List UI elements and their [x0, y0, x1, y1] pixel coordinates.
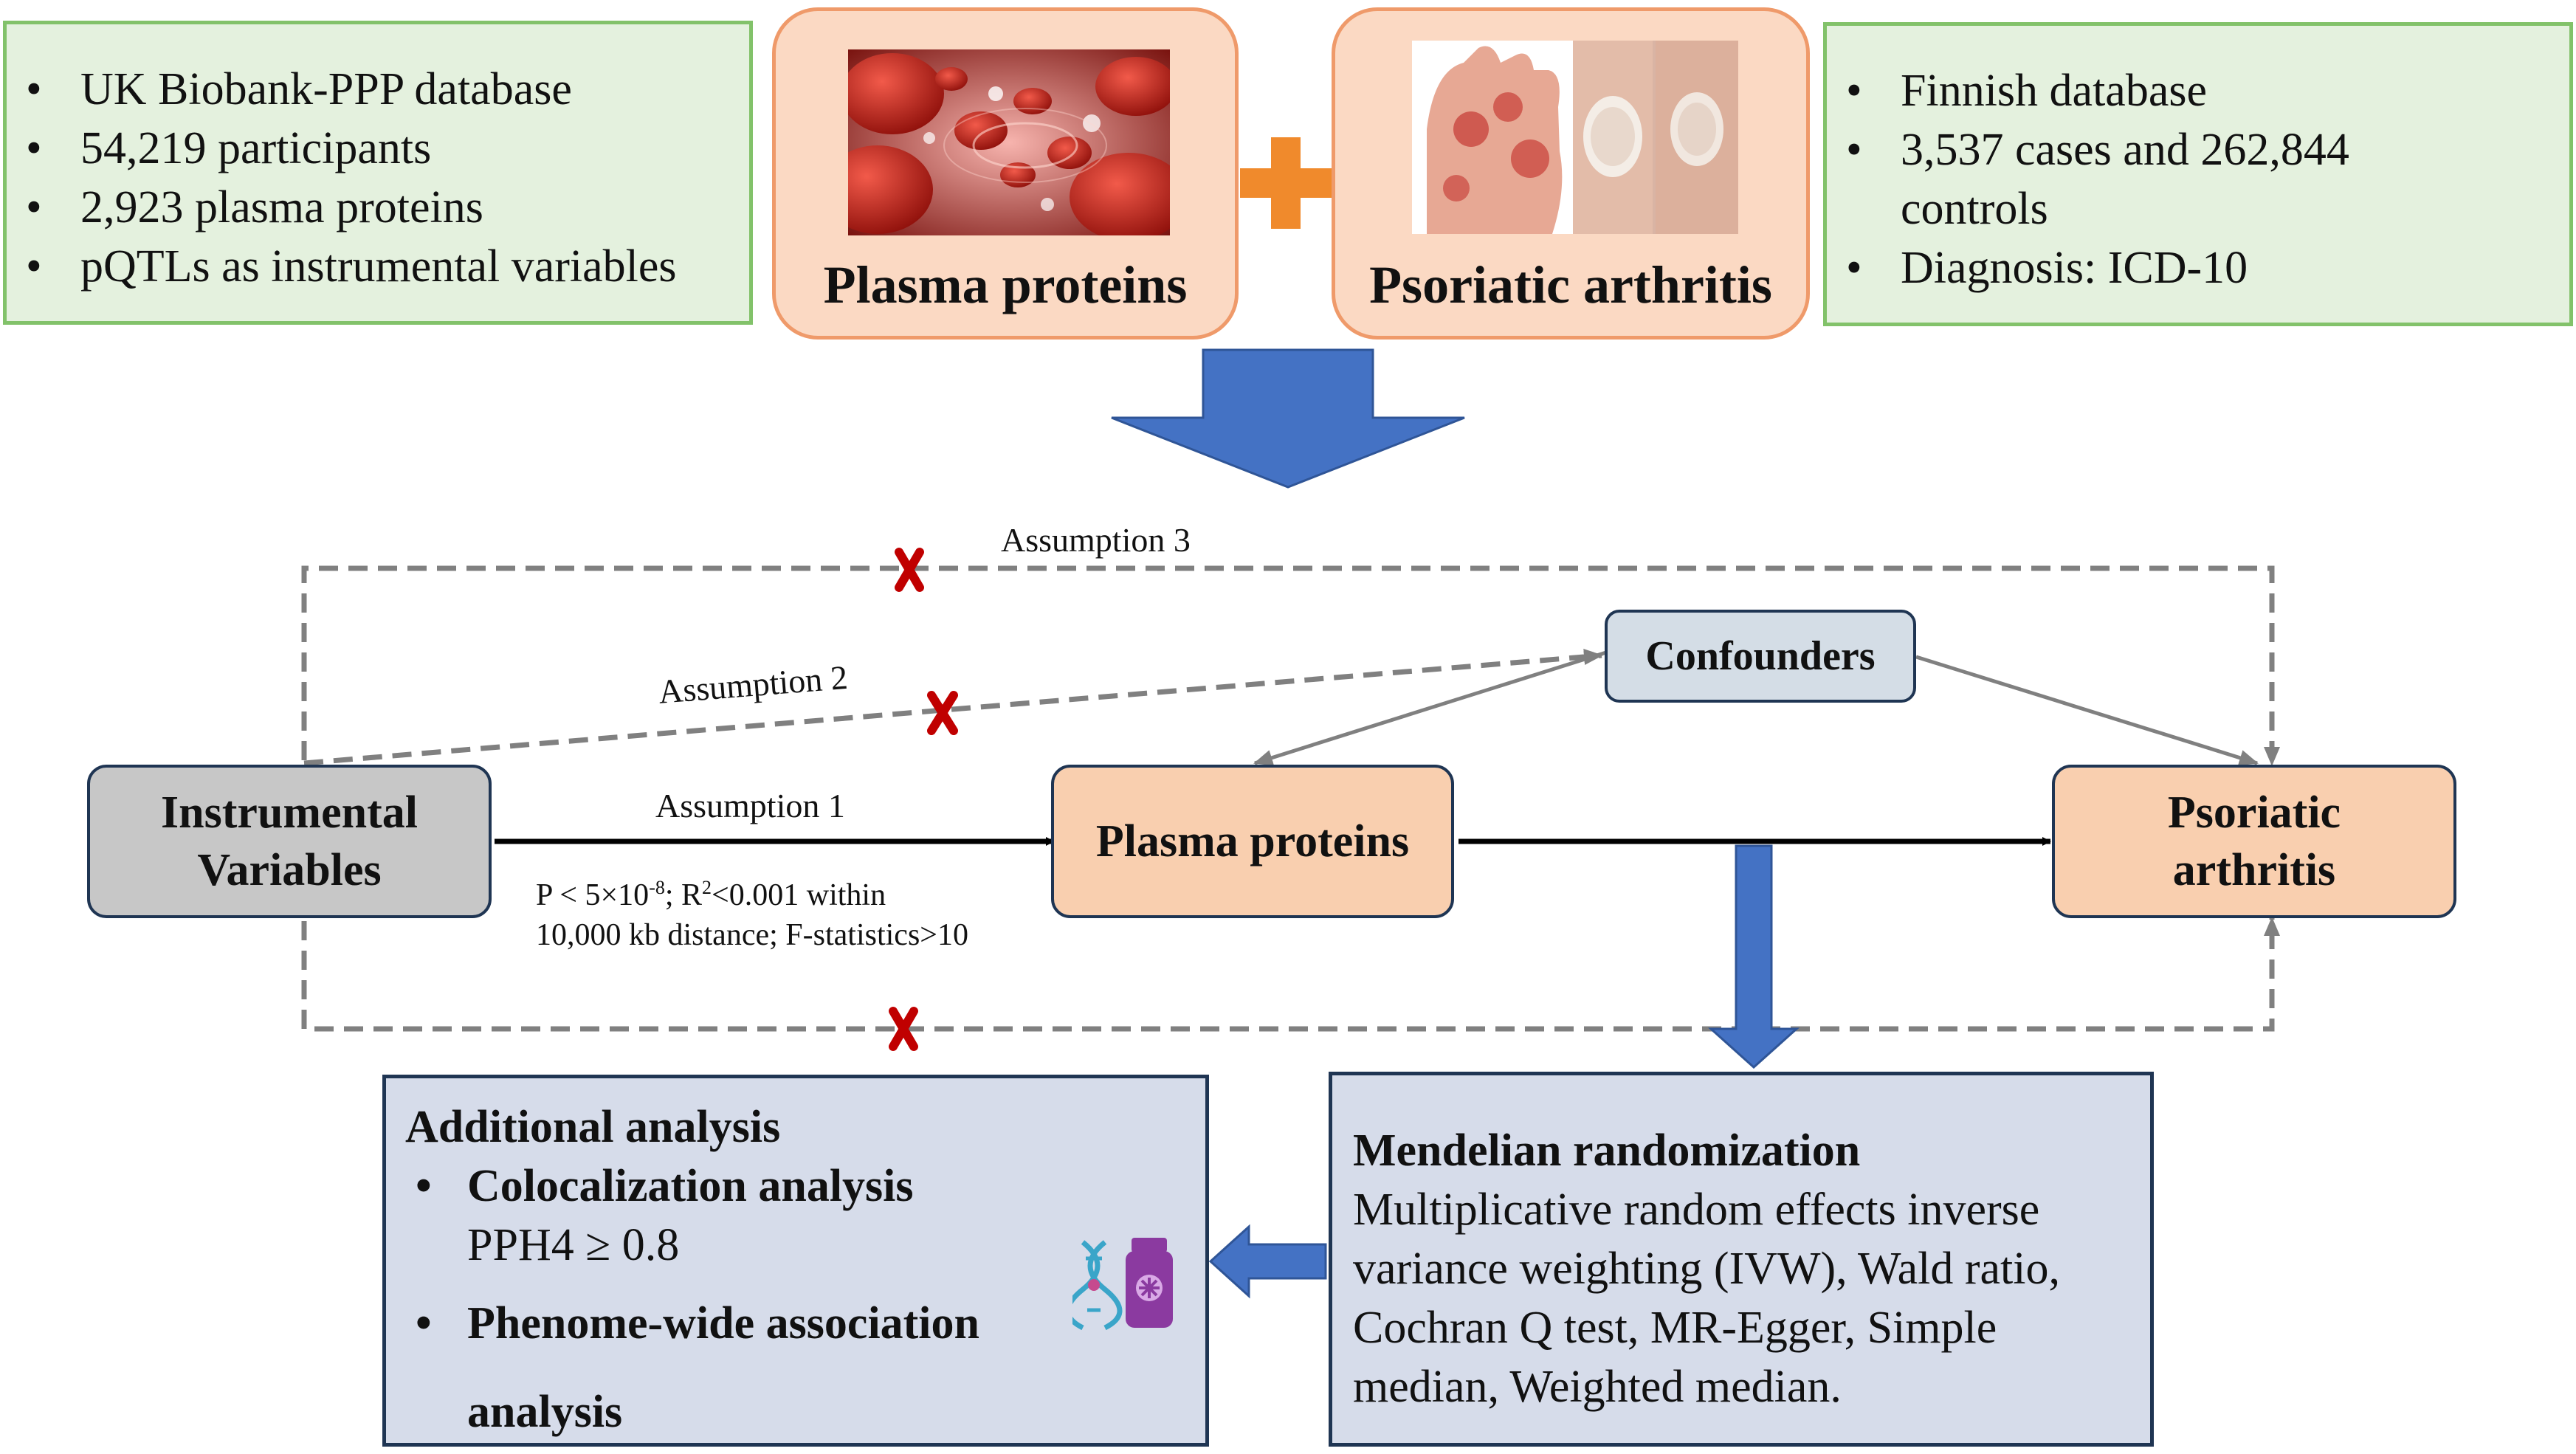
flow-down-arrow [1111, 348, 1465, 489]
list-item: Diagnosis: ICD-10 [1827, 238, 2569, 297]
mr-method-line: median, Weighted median. [1353, 1362, 1842, 1412]
confounder-to-outcome-arrow [1915, 655, 2259, 766]
mendelian-randomization-box: Mendelian randomization Multiplicative r… [1329, 1072, 2154, 1447]
assumption-3-path [301, 565, 2280, 766]
exposure-card: Plasma proteins [772, 7, 1239, 340]
data-source-exposure-box: UK Biobank-PPP database 54,219 participa… [3, 21, 753, 325]
outcome-card: Psoriatic arthritis [1332, 7, 1810, 340]
additional-analysis-box: Additional analysis • Colocalization ana… [382, 1075, 1209, 1447]
list-item: 54,219 participants [7, 119, 749, 178]
additional-heading: Additional analysis [405, 1102, 781, 1152]
data-source-outcome-box: Finnish database 3,537 cases and 262,844… [1823, 22, 2573, 326]
psoriasis-skin-image [1412, 41, 1738, 234]
instrument-criteria: P < 5×10-8; R2<0.001 within 10,000 kb di… [536, 877, 968, 952]
list-item: 2,923 plasma proteins [7, 178, 749, 237]
to-mr-arrow [1708, 844, 1800, 1069]
blood-cells-image [848, 49, 1170, 235]
assumption-2-path [303, 649, 1603, 766]
mr-method-line: variance weighting (IVW), Wald ratio, [1353, 1244, 2060, 1294]
cross-icon [889, 1007, 918, 1051]
assumption-3-label: Assumption 3 [1001, 521, 1191, 559]
exposure-title: Plasma proteins [823, 255, 1188, 314]
cross-icon [895, 548, 924, 592]
plus-icon [1240, 137, 1332, 229]
list-item: 3,537 cases and 262,844 controls [1827, 120, 2447, 238]
assumption-1-label: Assumption 1 [655, 787, 845, 824]
list-item: UK Biobank-PPP database [7, 60, 749, 119]
mr-method-line: Multiplicative random effects inverse [1353, 1185, 2040, 1235]
psoriatic-arthritis-node: Psoriatic arthritis [2052, 765, 2456, 918]
dna-drug-icon [1065, 1236, 1183, 1332]
mr-heading: Mendelian randomization [1353, 1126, 1861, 1176]
confounder-to-exposure-arrow [1253, 650, 1607, 766]
colocalization-item: Colocalization analysis [467, 1161, 914, 1211]
bullet-icon: • [416, 1298, 432, 1348]
plasma-proteins-node: Plasma proteins [1051, 765, 1454, 918]
phewas-item-cont: analysis [467, 1387, 623, 1437]
colocalization-detail: PPH4 ≥ 0.8 [467, 1220, 680, 1270]
phewas-item: Phenome-wide association [467, 1298, 980, 1348]
instrumental-variables-node: Instrumental Variables [87, 765, 492, 918]
cross-icon [927, 691, 958, 735]
list-item: pQTLs as instrumental variables [7, 237, 749, 296]
outcome-title: Psoriatic arthritis [1369, 255, 1772, 314]
mr-method-line: Cochran Q test, MR-Egger, Simple [1353, 1303, 1997, 1353]
confounders-node: Confounders [1605, 610, 1916, 703]
list-item: Finnish database [1827, 61, 2569, 120]
direct-path [301, 917, 2280, 1032]
bullet-icon: • [416, 1161, 432, 1211]
to-additional-arrow [1208, 1224, 1327, 1299]
